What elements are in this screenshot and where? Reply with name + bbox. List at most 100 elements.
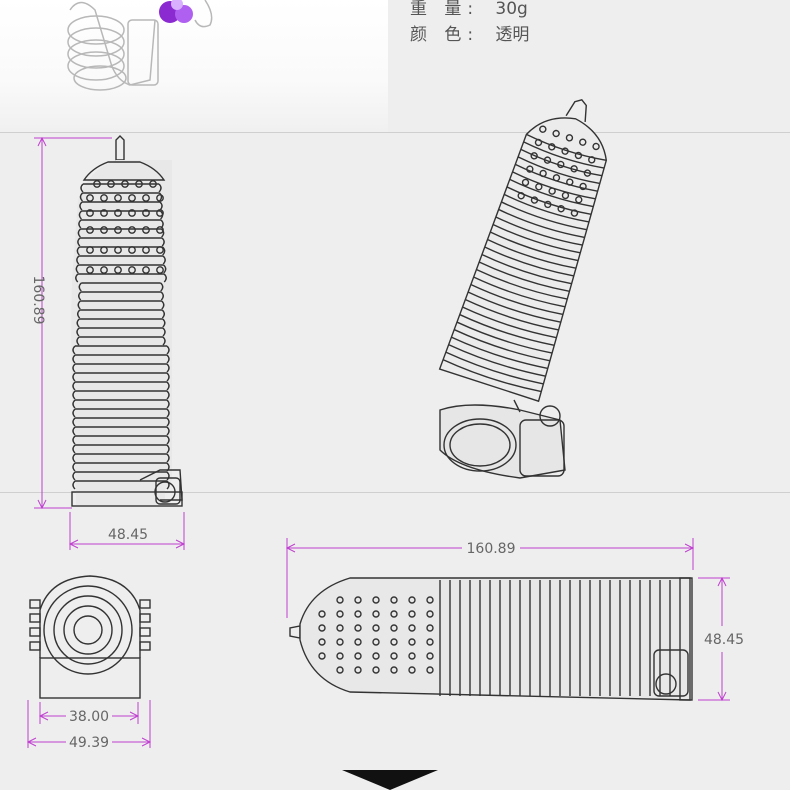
side-dot	[390, 638, 398, 646]
side-dot	[372, 666, 380, 674]
side-dot	[318, 652, 326, 660]
bottom-tooth	[29, 599, 41, 609]
isometric-dot	[521, 178, 530, 187]
spec-color-label: 颜 色:	[410, 25, 480, 45]
front-dot	[86, 226, 94, 234]
side-length-label: 160.89	[467, 541, 516, 557]
front-dot	[121, 180, 129, 188]
front-rib-edge	[166, 471, 170, 481]
front-dot	[128, 209, 136, 217]
front-dot	[86, 209, 94, 217]
front-dot	[100, 226, 108, 234]
front-rib-edge	[163, 264, 167, 274]
bottom-tooth	[29, 641, 41, 651]
spec-color: 颜 色: 透明	[410, 20, 529, 45]
isometric-dot	[579, 182, 587, 191]
front-dot	[114, 209, 122, 217]
isometric-rib	[462, 306, 557, 339]
front-rib-edge	[77, 237, 81, 247]
front-rib-edge	[76, 318, 80, 328]
front-dots	[86, 180, 164, 274]
side-dot	[354, 624, 362, 632]
front-rib-edge	[72, 408, 76, 418]
front-width-label: 48.45	[108, 527, 148, 543]
front-rib-edge	[161, 228, 165, 238]
front-rib-edge	[77, 309, 81, 319]
isometric-rib	[478, 261, 570, 293]
front-rib-edge	[162, 336, 166, 346]
front-rib-edge	[161, 309, 165, 319]
front-dot	[86, 194, 94, 202]
side-dot	[390, 610, 398, 618]
spec-weight-value: 30g	[495, 0, 528, 19]
front-rib-edge	[166, 444, 170, 454]
isometric-dot	[548, 143, 556, 151]
front-rib-edge	[162, 318, 166, 328]
isometric-rib	[517, 156, 600, 185]
isometric-rib	[523, 141, 605, 169]
front-rib-edge	[75, 264, 79, 274]
side-view	[289, 577, 693, 701]
isometric-rib	[503, 193, 590, 223]
product-photo	[0, 0, 388, 132]
side-dot	[426, 652, 434, 660]
side-dot	[336, 652, 344, 660]
side-dot	[318, 638, 326, 646]
side-height-dimension	[698, 576, 730, 702]
front-rib-edge	[72, 426, 76, 436]
side-ribs	[439, 580, 671, 696]
isometric-dot	[566, 178, 574, 186]
front-rib-edge	[78, 291, 82, 301]
side-dot	[426, 624, 434, 632]
front-rib-edge	[166, 354, 170, 364]
side-dot	[408, 652, 416, 660]
front-rib-edge	[166, 363, 170, 373]
isometric-dot	[561, 191, 570, 200]
front-dot	[100, 266, 108, 274]
front-rib-edge	[79, 201, 83, 211]
front-rib-edge	[72, 462, 76, 472]
isometric-rib	[445, 351, 544, 385]
bottom-outer-dimension	[26, 700, 152, 748]
front-rib-edge	[72, 345, 76, 355]
isometric-dot	[530, 152, 538, 160]
isometric-rib	[481, 253, 572, 285]
isometric-rib	[473, 276, 566, 308]
isometric-rib	[453, 328, 551, 362]
front-dot	[156, 266, 164, 274]
isometric-rib	[526, 133, 607, 162]
front-rib-edge	[166, 408, 170, 418]
product-photo-drawing	[67, 0, 213, 91]
front-dot	[149, 180, 157, 188]
front-rib-edge	[162, 327, 166, 337]
side-dot	[372, 624, 380, 632]
front-rib-edge	[76, 336, 80, 346]
isometric-dot	[539, 169, 547, 178]
isometric-rib	[498, 208, 585, 239]
front-dot	[128, 194, 136, 202]
isometric-rib	[487, 238, 577, 269]
isometric-dot	[579, 138, 587, 146]
side-dot	[426, 666, 434, 674]
front-rib-edge	[163, 273, 167, 283]
isometric-dot	[588, 156, 596, 164]
isometric-dot	[539, 125, 547, 133]
side-dot	[336, 638, 344, 646]
isometric-dot	[570, 165, 578, 173]
side-dot	[336, 610, 344, 618]
side-dot	[408, 596, 416, 604]
isometric-rib	[484, 246, 574, 277]
front-rib-edge	[162, 255, 166, 265]
side-dot	[336, 624, 344, 632]
front-dot	[93, 180, 101, 188]
front-rib-edge	[77, 228, 81, 238]
side-dot	[372, 638, 380, 646]
isometric-dot	[552, 174, 561, 182]
isometric-rib	[520, 148, 603, 177]
front-rib-edge	[160, 291, 164, 301]
front-dot	[156, 226, 164, 234]
front-rib-edge	[166, 426, 170, 436]
separator-top	[0, 132, 790, 133]
isometric-rib	[470, 283, 564, 316]
side-dot	[318, 624, 326, 632]
